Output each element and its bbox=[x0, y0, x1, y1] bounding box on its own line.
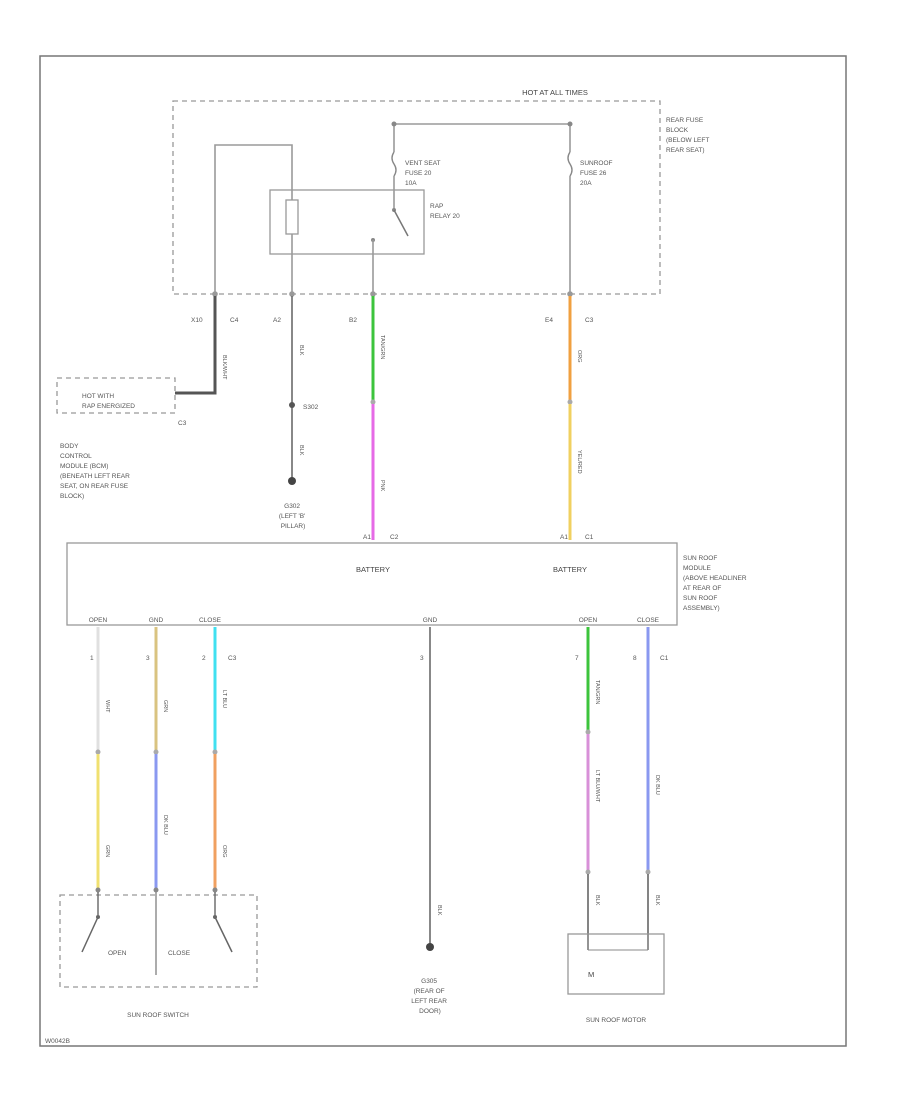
vent-seat-fuse bbox=[391, 145, 397, 190]
terminal-open-left: OPEN bbox=[89, 617, 108, 624]
wire-label-motor-open-top: TAN/GRN bbox=[594, 680, 600, 704]
pin-motor-close: 8 bbox=[633, 655, 637, 662]
terminal-gnd-center: GND bbox=[423, 617, 438, 624]
wire-label-sw-gnd-bottom: DK BLU bbox=[162, 815, 168, 835]
pin-relay: A2 bbox=[273, 317, 281, 324]
bcm-box-label: HOT WITH RAP ENERGIZED bbox=[82, 393, 135, 410]
module-battery-1: BATTERY bbox=[356, 565, 390, 574]
diagram-frame bbox=[39, 55, 847, 1047]
motor-terminals bbox=[587, 935, 649, 951]
wire-label-sw-open-top: WHT bbox=[104, 700, 110, 713]
connector-c2-label: C2 bbox=[390, 534, 399, 541]
terminal-gnd-left: GND bbox=[149, 617, 164, 624]
connector-c1-label: C1 bbox=[585, 534, 594, 541]
switch-open-text: OPEN bbox=[108, 950, 127, 957]
switch-wire-open bbox=[95, 627, 101, 890]
wire-label-ground-center: BLK bbox=[436, 905, 442, 916]
pin-ground: 3 bbox=[420, 655, 424, 662]
wire-label-relay-out: BLK bbox=[298, 345, 304, 356]
sunroof-switch-box bbox=[59, 894, 258, 988]
wire-label-sw-open-bottom: GRN bbox=[104, 845, 110, 857]
vent-inline-connector bbox=[370, 399, 376, 405]
ground-g302-icon bbox=[288, 477, 296, 485]
rap-relay-coil bbox=[285, 190, 299, 294]
rear-fuse-block-box bbox=[172, 100, 661, 295]
bcm-box bbox=[56, 377, 176, 414]
pin-switch-close: 2 bbox=[202, 655, 206, 662]
sunroof-inline-connector bbox=[567, 399, 573, 405]
figure-id: W0042B bbox=[45, 1038, 70, 1045]
fuse-block-pins bbox=[212, 291, 573, 297]
bus-node-right bbox=[567, 121, 573, 127]
sunroof-motor-box bbox=[567, 933, 665, 995]
pin-motor-open: 7 bbox=[575, 655, 579, 662]
rear-fuse-block-label: REAR FUSE BLOCK (BELOW LEFT REAR SEAT) bbox=[666, 117, 711, 154]
wire-label-sunroof-bottom: YEL/RED bbox=[576, 450, 582, 474]
terminal-close-right: CLOSE bbox=[637, 617, 660, 624]
sunroof-motor-label: SUN ROOF MOTOR bbox=[586, 1017, 646, 1024]
rap-relay-box bbox=[269, 189, 425, 255]
terminal-close-left: CLOSE bbox=[199, 617, 222, 624]
terminal-open-right: OPEN bbox=[579, 617, 598, 624]
ground-center-label: G305 (REAR OF LEFT REAR DOOR) bbox=[411, 978, 448, 1015]
sunroof-fuse bbox=[567, 145, 573, 294]
sunroof-module-box bbox=[66, 542, 678, 626]
ground-g305-icon bbox=[426, 943, 434, 951]
switch-wire-gnd bbox=[153, 627, 159, 890]
sunroof-fuse-label: SUNROOF FUSE 26 20A bbox=[580, 160, 614, 187]
wire-label-relay-out-2: BLK bbox=[298, 445, 304, 456]
bcm-label: BODY CONTROL MODULE (BCM) (BENEATH LEFT … bbox=[60, 443, 132, 500]
pin-vent: B2 bbox=[349, 317, 357, 324]
pin-module-c2: A1 bbox=[363, 534, 371, 541]
hot-at-all-times-label: HOT AT ALL TIMES bbox=[522, 88, 588, 97]
motor-wire-open bbox=[585, 627, 591, 935]
vent-seat-fuse-label: VENT SEAT FUSE 20 10A bbox=[405, 160, 442, 187]
wire-label-motor-close-top: DK BLU bbox=[654, 775, 660, 795]
wire-label-sw-gnd-top: GRN bbox=[162, 700, 168, 712]
wire-label-vent-top: TAN/GRN bbox=[379, 335, 385, 359]
bcm-to-relay-wire bbox=[214, 144, 293, 294]
sunroof-switch-contacts bbox=[81, 887, 233, 975]
rap-relay-switch bbox=[371, 190, 409, 294]
ground-left-label: G302 (LEFT 'B' PILLAR) bbox=[279, 503, 307, 530]
pin-module-c1: A1 bbox=[560, 534, 568, 541]
bcm-wire bbox=[175, 296, 217, 395]
connector-c3-switch-label: C3 bbox=[228, 655, 237, 662]
wire-label-sunroof-top: ORG bbox=[576, 350, 582, 363]
pin-sunroof: E4 bbox=[545, 317, 553, 324]
wire-label-motor-close-bottom: BLK bbox=[654, 895, 660, 906]
wire-label-sw-close-top: LT BLU bbox=[221, 690, 227, 708]
pin-switch-gnd: 3 bbox=[146, 655, 150, 662]
connector-c1-motor-label: C1 bbox=[660, 655, 669, 662]
sunroof-switch-label: SUN ROOF SWITCH bbox=[127, 1012, 189, 1019]
wire-label-motor-open-bottom: BLK bbox=[594, 895, 600, 906]
connector-c4-label: C4 bbox=[230, 317, 239, 324]
bus-node-left bbox=[391, 121, 397, 127]
wire-label-motor-open-mid: LT BLU/WHT bbox=[594, 770, 600, 803]
motor-symbol-icon: M bbox=[588, 970, 594, 979]
wire-label-bcm: BLK/WHT bbox=[221, 355, 227, 380]
wire-label-vent-bottom: PNK bbox=[379, 480, 385, 492]
connector-c3-fuse-label: C3 bbox=[585, 317, 594, 324]
splice-label: S302 bbox=[303, 404, 319, 411]
switch-close-text: CLOSE bbox=[168, 950, 191, 957]
pin-switch-open: 1 bbox=[90, 655, 94, 662]
splice-s302 bbox=[289, 402, 295, 408]
sunroof-module-label: SUN ROOF MODULE (ABOVE HEADLINER AT REAR… bbox=[683, 555, 748, 612]
module-battery-2: BATTERY bbox=[553, 565, 587, 574]
switch-wire-close bbox=[212, 627, 218, 890]
wire-label-sw-close-bottom: ORG bbox=[221, 845, 227, 858]
connector-c3-bcm-label: C3 bbox=[178, 420, 187, 427]
rap-relay-label: RAP RELAY 20 bbox=[430, 203, 460, 220]
motor-wire-close bbox=[645, 627, 651, 935]
pin-bcm: X10 bbox=[191, 317, 203, 324]
